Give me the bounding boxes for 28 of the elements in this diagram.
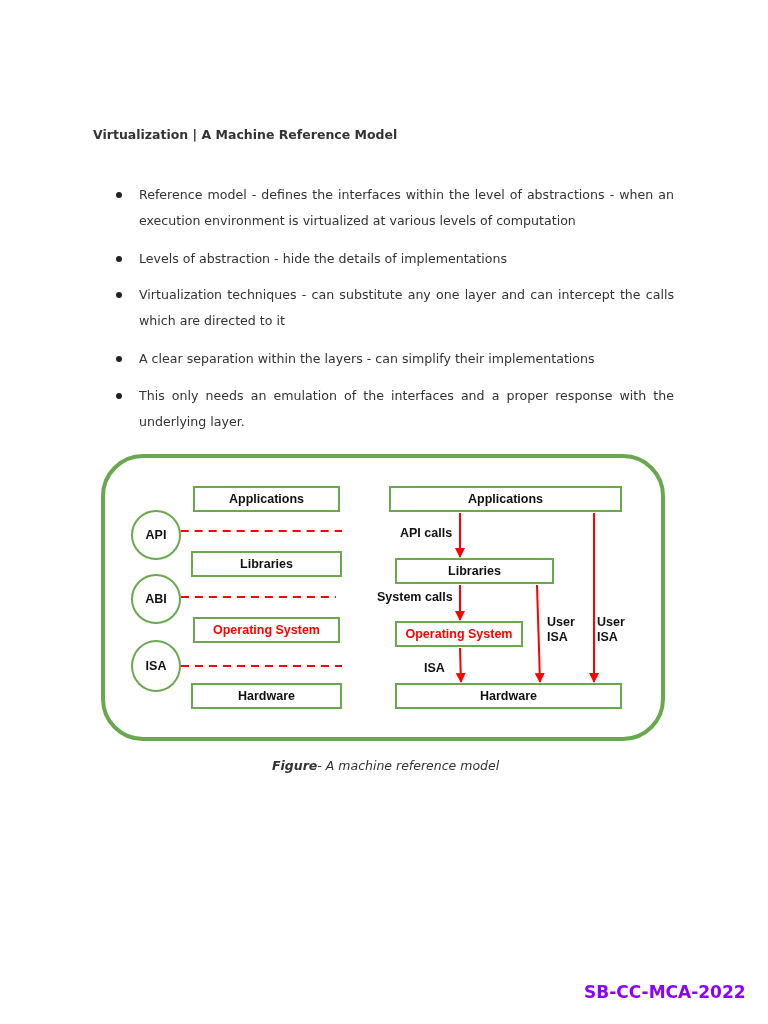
dashed-line: [179, 530, 343, 532]
layer-box: Hardware: [191, 683, 342, 709]
bullet-text: Levels of abstraction - hide the details of implementations: [139, 250, 508, 268]
bullet-text: Reference model - defines the interfaces within the level of abstractions - when an execution environment is virtualized at various levels of computation: [139, 186, 674, 230]
bullet-text: This only needs an emulation of the interfaces and a proper response with the underlying layer.: [139, 387, 674, 431]
figure-caption: Figure- A machine reference model: [272, 758, 500, 773]
heading: Virtualization | A Machine Reference Model: [93, 127, 398, 142]
dashed-line: [180, 665, 343, 667]
layer-box: Applications: [389, 486, 622, 512]
layer-box: Libraries: [191, 551, 342, 577]
interface-circle: ABI: [131, 574, 181, 624]
layer-box: Hardware: [395, 683, 622, 709]
layer-box: Libraries: [395, 558, 554, 584]
arrow: [589, 512, 599, 683]
layer-box: Operating System: [395, 621, 523, 647]
interface-circle: ISA: [131, 640, 181, 692]
bullet-text: A clear separation within the layers - can simplify their implementations: [139, 350, 596, 368]
edge-label: System calls: [377, 590, 453, 605]
arrow: [455, 512, 465, 558]
dashed-line: [179, 596, 337, 598]
arrow: [455, 647, 466, 683]
arrow: [455, 584, 465, 621]
layer-box: Applications: [193, 486, 340, 512]
document-code: SB-CC-MCA-2022: [584, 982, 746, 1002]
layer-box: Operating System: [193, 617, 340, 643]
arrow: [534, 584, 545, 683]
interface-circle: API: [131, 510, 181, 560]
bullet-text: Virtualization techniques - can substitute any one layer and can intercept the calls which are directed to it: [139, 286, 674, 330]
